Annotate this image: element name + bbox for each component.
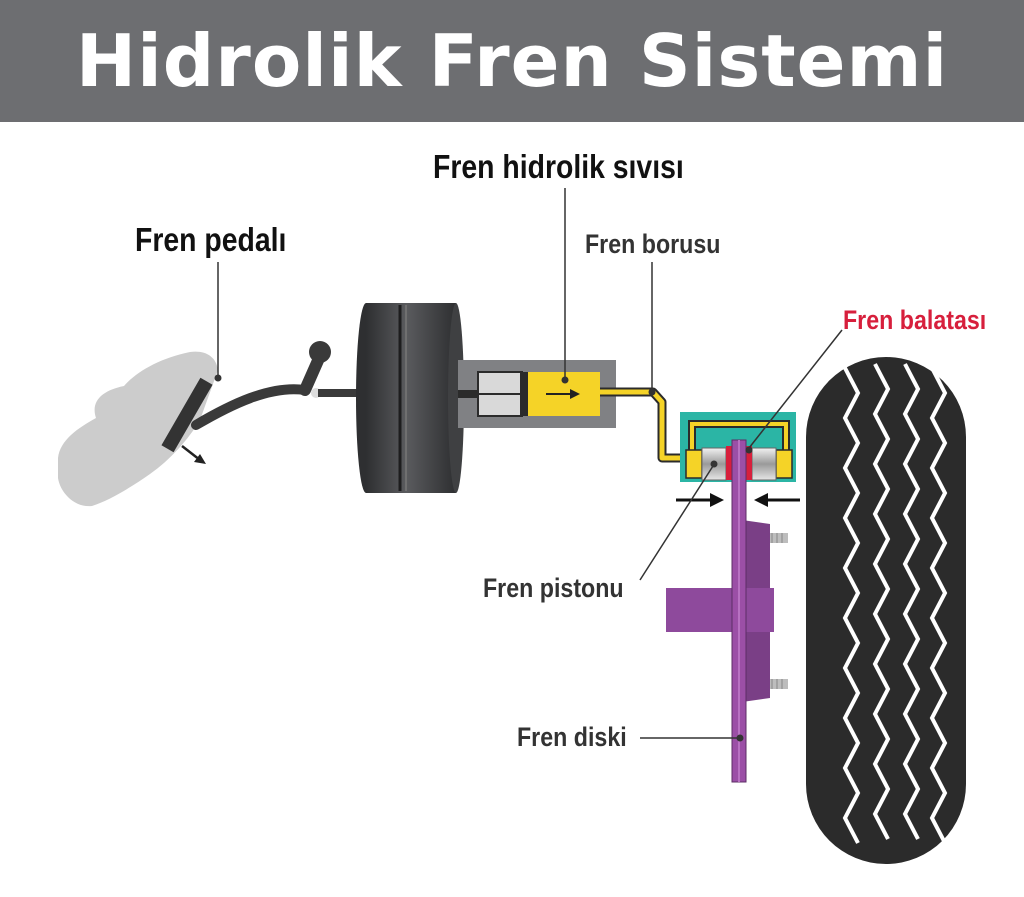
label-brake-pad: Fren balatası (843, 305, 987, 335)
diagram-title: Hidrolik Fren Sistemi (75, 19, 949, 103)
tire (806, 357, 966, 864)
pedal-arrow (181, 445, 206, 464)
label-hydraulic-fluid: Fren hidrolik sıvısı (433, 148, 684, 185)
label-brake-piston: Fren pistonu (483, 573, 624, 603)
label-brake-disc: Fren diski (517, 722, 627, 752)
label-brake-pipe: Fren borusu (585, 229, 721, 259)
brake-pad (726, 446, 752, 480)
label-brake-pedal: Fren pedalı (135, 221, 287, 258)
brake-booster (356, 303, 464, 493)
foot-illustration (58, 351, 218, 507)
brake-disc (666, 439, 788, 783)
brake-pipe (600, 387, 688, 463)
master-cylinder (458, 360, 616, 428)
title-bar: Hidrolik Fren Sistemi (0, 0, 1024, 122)
leader-lines (214, 188, 843, 742)
push-rod (318, 389, 362, 397)
clamp-arrows (676, 493, 800, 507)
